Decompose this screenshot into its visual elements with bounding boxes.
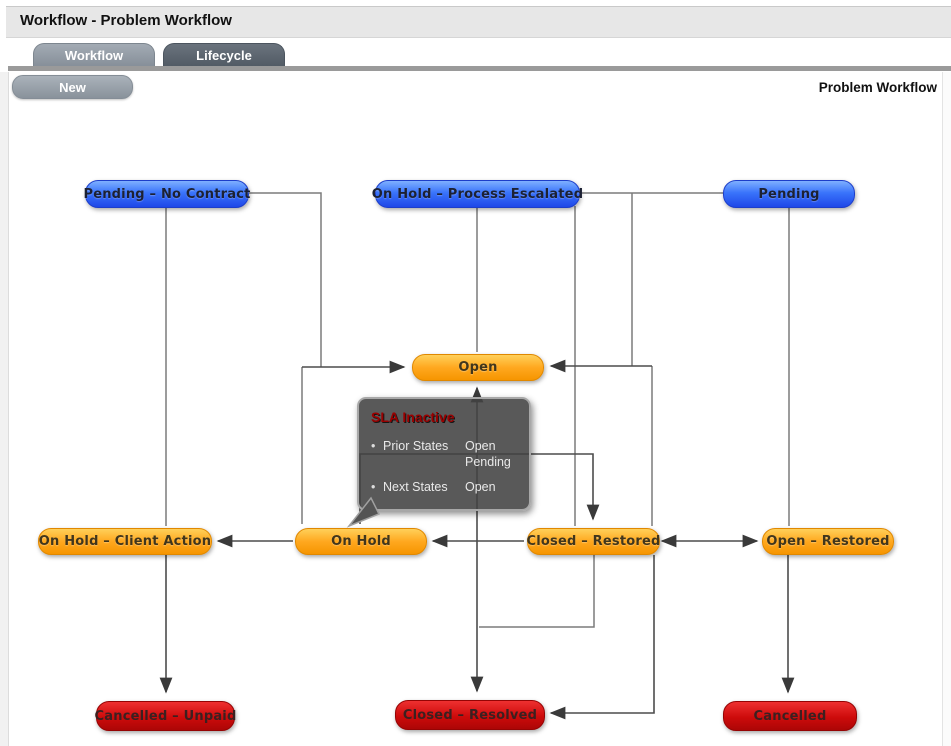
prior-states-value-1: Open: [465, 439, 496, 453]
tooltip-row-next: • Next States Open: [371, 479, 519, 495]
prior-states-label-spacer: [383, 454, 465, 470]
node-pending-no-contract[interactable]: Pending – No Contract: [83, 180, 250, 208]
sla-tooltip-title: SLA Inactive: [371, 409, 455, 425]
tooltip-row-prior: • Prior States Open: [371, 438, 519, 454]
new-button[interactable]: New: [12, 75, 133, 99]
bullet-spacer: [371, 454, 383, 470]
title-bar: Workflow - Problem Workflow: [6, 6, 951, 38]
tab-workflow-label: Workflow: [64, 48, 124, 63]
node-on-hold[interactable]: On Hold: [295, 528, 427, 555]
node-open[interactable]: Open: [412, 354, 544, 381]
tab-lifecycle-label: Lifecycle: [196, 48, 252, 63]
next-states-value: Open: [465, 480, 496, 494]
node-closed-resolved[interactable]: Closed – Resolved: [395, 700, 545, 730]
prior-states-label: Prior States: [383, 439, 449, 453]
node-pending[interactable]: Pending: [723, 180, 855, 208]
left-gutter: [0, 72, 9, 746]
tab-underline-bar: [8, 66, 951, 71]
bullet-icon: •: [371, 480, 376, 494]
node-cancelled-unpaid[interactable]: Cancelled – Unpaid: [95, 701, 236, 731]
node-on-hold-process-escalated[interactable]: On Hold – Process Escalated: [372, 180, 583, 208]
tooltip-tail-arrow-icon: [346, 496, 381, 528]
node-on-hold-client-action[interactable]: On Hold – Client Action: [38, 528, 212, 555]
page-title: Workflow - Problem Workflow: [20, 12, 232, 29]
tab-workflow[interactable]: Workflow: [33, 43, 155, 67]
tab-lifecycle[interactable]: Lifecycle: [163, 43, 285, 67]
context-label: Problem Workflow: [818, 80, 937, 95]
prior-states-value-2: Pending: [465, 455, 511, 469]
node-open-restored[interactable]: Open – Restored: [762, 528, 894, 555]
new-button-label: New: [59, 79, 86, 95]
node-closed-restored[interactable]: Closed – Restored: [527, 528, 660, 555]
tooltip-row-prior-2: Pending: [371, 454, 519, 470]
right-gutter: [942, 72, 951, 746]
next-states-label: Next States: [383, 480, 448, 494]
bullet-icon: •: [371, 439, 376, 453]
node-cancelled[interactable]: Cancelled: [723, 701, 857, 731]
